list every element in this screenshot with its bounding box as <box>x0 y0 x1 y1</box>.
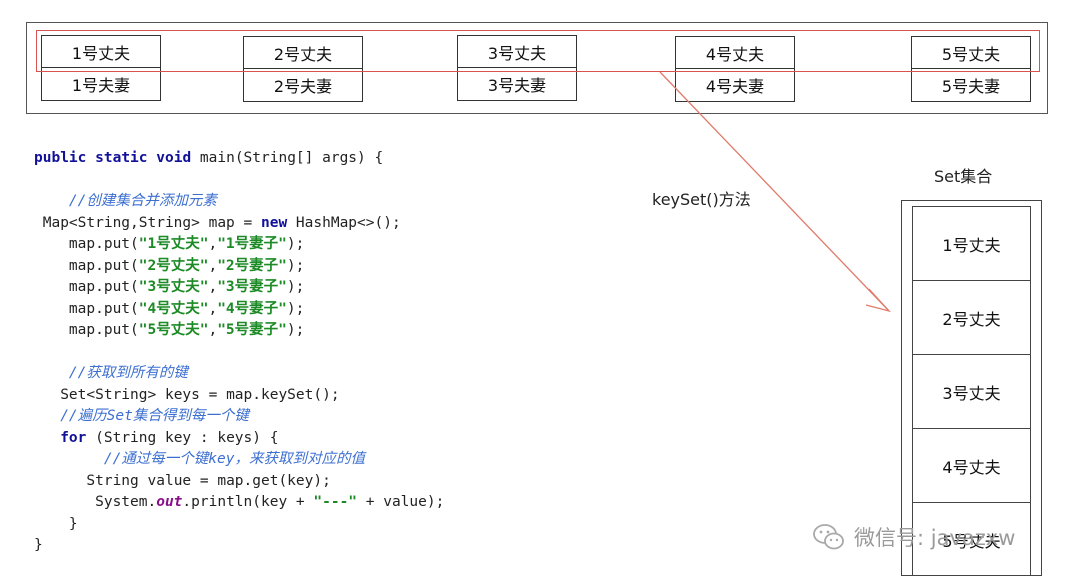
code-line-put: map.put("3号丈夫","3号妻子"); <box>68 279 305 295</box>
code-line-print: System.out.println(key + "---" + value); <box>95 494 445 510</box>
code-line-map: Map<String,String> map = new HashMap<>()… <box>42 214 401 231</box>
code-comment: //通过每一个键key，来获取到对应的值 <box>103 451 365 467</box>
wife-cell: 3号夫妻 <box>457 68 577 101</box>
husband-cell: 2号丈夫 <box>243 36 363 69</box>
code-close-brace: } <box>34 537 43 553</box>
wife-cell: 4号夫妻 <box>675 69 795 102</box>
code-comment: //获取到所有的键 <box>68 365 188 381</box>
code-line-main: public static void main(String[] args) { <box>34 150 384 166</box>
pair-5: 5号丈夫 5号夫妻 <box>911 36 1031 102</box>
code-line-keys: Set<String> keys = map.keySet(); <box>60 386 340 403</box>
code-line-put: map.put("5号丈夫","5号妻子"); <box>68 322 305 338</box>
pair-1: 1号丈夫 1号夫妻 <box>41 35 161 101</box>
set-list: 1号丈夫 2号丈夫 3号丈夫 4号丈夫 5号丈夫 <box>912 206 1031 576</box>
set-title: Set集合 <box>934 167 993 186</box>
code-line-for: for (String key : keys) { <box>60 429 279 446</box>
set-item: 4号丈夫 <box>913 429 1030 503</box>
set-item: 2号丈夫 <box>913 281 1030 355</box>
code-block: public static void main(String[] args) {… <box>34 148 444 557</box>
keyset-label: keySet()方法 <box>652 190 751 209</box>
pair-3: 3号丈夫 3号夫妻 <box>457 35 577 101</box>
set-container <box>901 200 1042 576</box>
set-item: 5号丈夫 <box>942 531 1001 551</box>
set-item: 1号丈夫 <box>913 207 1030 281</box>
code-line-get: String value = map.get(key); <box>86 472 331 489</box>
wechat-icon <box>813 524 844 550</box>
husband-cell: 5号丈夫 <box>911 36 1031 69</box>
set-item: 3号丈夫 <box>913 355 1030 429</box>
watermark: 微信号: javazxw <box>812 520 1015 554</box>
code-line-put: map.put("4号丈夫","4号妻子"); <box>68 300 305 317</box>
wife-cell: 1号夫妻 <box>41 68 161 101</box>
code-line-put: map.put("2号丈夫","2号妻子"); <box>68 257 305 274</box>
keys-highlight <box>36 30 1040 72</box>
pair-2: 2号丈夫 2号夫妻 <box>243 36 363 102</box>
watermark-text: 微信号: javazxw <box>854 526 1016 550</box>
code-comment: //遍历Set集合得到每一个键 <box>60 408 249 424</box>
code-comment: //创建集合并添加元素 <box>68 193 217 209</box>
husband-cell: 4号丈夫 <box>675 36 795 69</box>
husband-cell: 1号丈夫 <box>41 35 161 68</box>
husband-cell: 3号丈夫 <box>457 35 577 68</box>
code-close-brace: } <box>68 515 78 532</box>
code-line-put: map.put("1号丈夫","1号妻子"); <box>68 236 305 252</box>
pairs-container <box>26 22 1048 114</box>
wife-cell: 2号夫妻 <box>243 69 363 102</box>
wife-cell: 5号夫妻 <box>911 69 1031 102</box>
